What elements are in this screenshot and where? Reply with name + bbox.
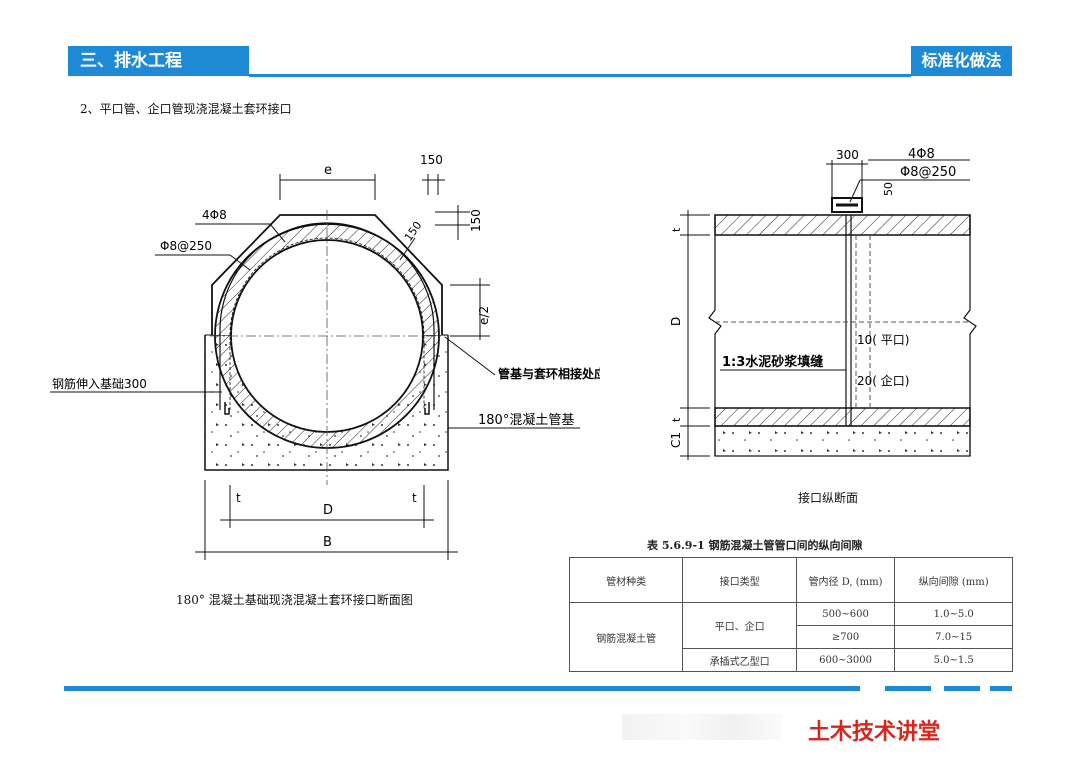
- dim-t-left: t: [236, 491, 241, 505]
- table-cell-type: 承插式乙型口: [682, 648, 797, 672]
- label-mortar: 1:3水泥砂浆填缝: [722, 354, 823, 370]
- dim-e: e: [324, 163, 332, 178]
- label-roughen: 管基与套环相接处应凿毛: [498, 366, 600, 381]
- table-cell: 1.0~5.0: [894, 602, 1013, 626]
- cross-section-drawing: e 150 150 150 e/2 4Φ8 Φ8@250 钢筋伸入基础300 管…: [50, 153, 600, 560]
- page-subtitle: 2、平口管、企口管现浇混凝土套环接口: [80, 102, 292, 116]
- table-header: 纵向间隙 (mm): [894, 557, 1013, 603]
- right-caption: 接口纵断面: [798, 491, 859, 505]
- table-title: 表 5.6.9-1 钢筋混凝土管管口间的纵向间隙: [647, 539, 863, 552]
- footer-segment: [944, 686, 980, 691]
- dim-150-top: 150: [420, 153, 443, 167]
- table-header: 接口类型: [682, 557, 797, 603]
- table-cell-material: 钢筋混凝土管: [568, 602, 684, 672]
- table-cell: 7.0~15: [894, 625, 1013, 649]
- table-cell: 500~600: [795, 602, 896, 626]
- dim-C1: C1: [669, 432, 683, 448]
- dim-B: B: [323, 535, 332, 550]
- dim-t-right: t: [412, 491, 417, 505]
- table-header: 管材种类: [568, 557, 684, 603]
- table-row: ≥700 7.0~15: [570, 625, 1013, 649]
- dim-D-long: D: [669, 317, 683, 326]
- label-gap-20: 20( 企口): [857, 373, 909, 388]
- footer-segment: [885, 686, 931, 691]
- table-cell: 5.0~1.5: [894, 648, 1013, 672]
- rebar-phi8-250: Φ8@250: [900, 165, 956, 180]
- left-caption: 180° 混凝土基础现浇混凝土套环接口断面图: [176, 593, 413, 607]
- section-title: 三、排水工程: [68, 46, 249, 76]
- table-header-row: 管材种类 接口类型 管内径 D, (mm) 纵向间隙 (mm): [568, 557, 1013, 603]
- footer-rule: [64, 686, 860, 691]
- label-anchor: 钢筋伸入基础300: [52, 376, 147, 391]
- dim-D: D: [323, 503, 333, 518]
- rebar-label-4phi8: 4Φ8: [202, 208, 227, 222]
- faded-watermark: [622, 714, 782, 740]
- dim-t-bottom: t: [670, 417, 683, 422]
- section-tag: 标准化做法: [911, 46, 1012, 76]
- rebar-label-phi8-250: Φ8@250: [160, 239, 212, 253]
- table-cell: 600~3000: [795, 648, 896, 672]
- longitudinal-section-drawing: 300 4Φ8 Φ8@250 50 t D t C1 10( 平口) 1:3水泥…: [669, 147, 977, 460]
- table-row: 钢筋混凝土管 平口、企口 500~600 1.0~5.0: [568, 602, 1013, 672]
- table-row: 承插式乙型口 600~3000 5.0~1.5: [570, 648, 1013, 672]
- rebar-4phi8: 4Φ8: [908, 147, 935, 162]
- label-gap-10: 10( 平口): [857, 333, 909, 347]
- table-cell: ≥700: [795, 625, 896, 649]
- table-cell-type: 平口、企口: [682, 602, 797, 649]
- dim-50: 50: [882, 182, 895, 196]
- table-header: 管内径 D, (mm): [795, 557, 896, 603]
- dim-150-right: 150: [469, 209, 483, 232]
- header-rule: [249, 74, 911, 77]
- gap-table: 管材种类 接口类型 管内径 D, (mm) 纵向间隙 (mm) 钢筋混凝土管 平…: [568, 557, 1013, 672]
- label-base: 180°混凝土管基: [478, 412, 574, 428]
- footer-segment: [990, 686, 1012, 691]
- brand-label: 土木技术讲堂: [808, 719, 941, 745]
- dim-300: 300: [836, 148, 859, 162]
- dim-t-top: t: [670, 227, 683, 232]
- dim-half-e: e/2: [477, 306, 491, 325]
